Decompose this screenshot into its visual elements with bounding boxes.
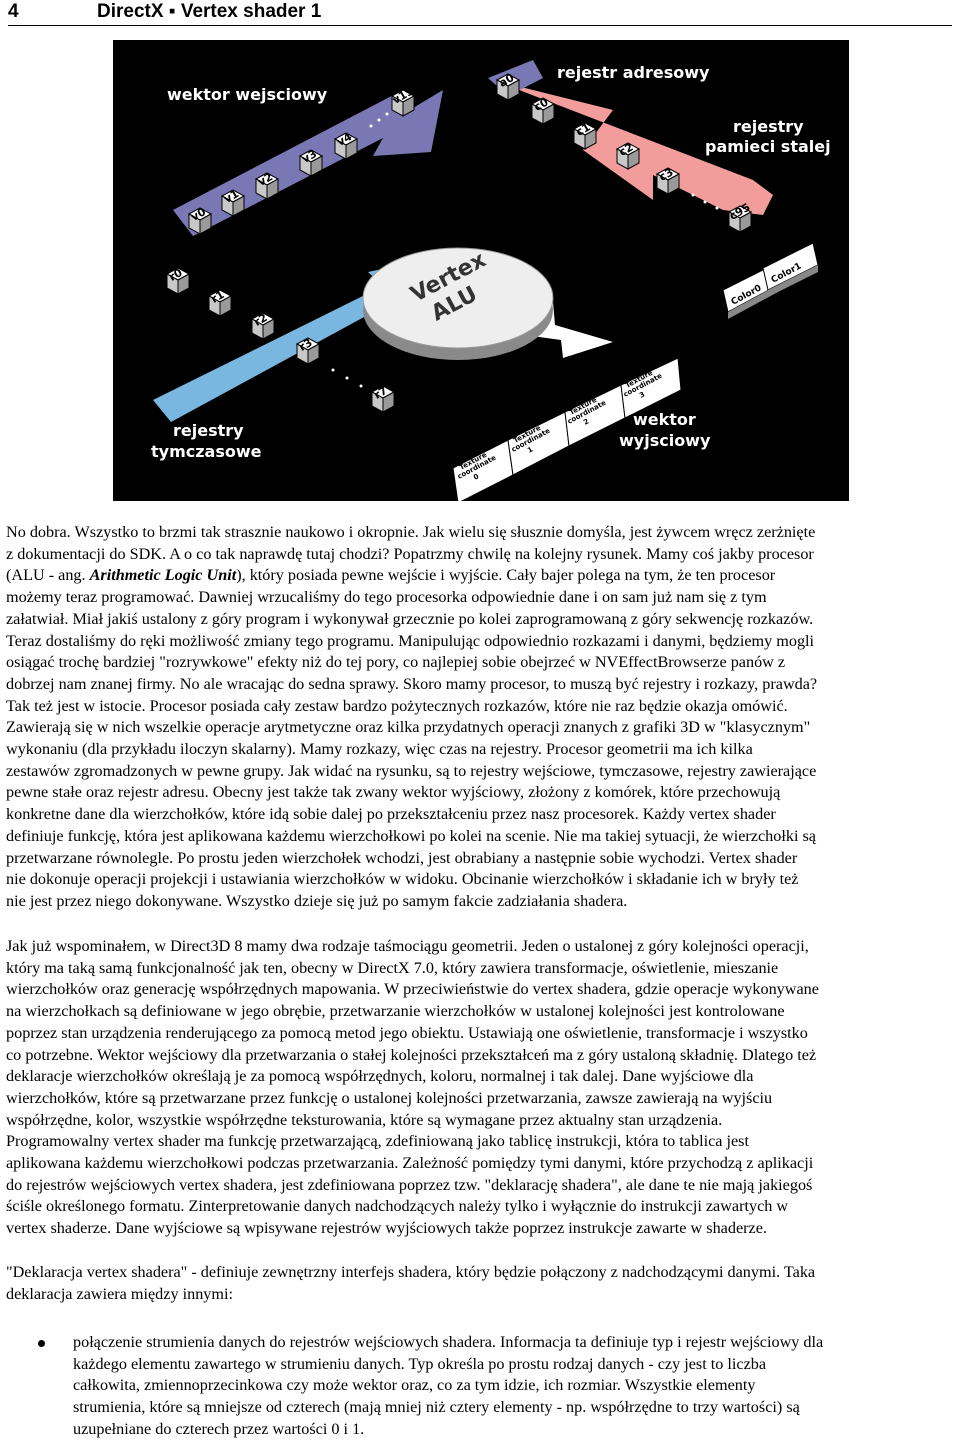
text-line: "Deklaracja vertex shadera" - definiuje … <box>6 1263 816 1281</box>
svg-text:2: 2 <box>582 417 590 426</box>
text-line: Zawierają się w nich wszelkie operacje a… <box>6 718 811 737</box>
text-line: każdego elementu zawartego w strumieniu … <box>73 1354 767 1373</box>
temp-cube-label: r0 <box>167 266 185 284</box>
page-header: 4 DirectX ▪ Vertex shader 1 <box>8 0 952 26</box>
text-line: uzupełniane do czterech przez wartości 0… <box>73 1419 365 1438</box>
text-line: definiuje funkcję, która jest aplikowana… <box>6 826 816 845</box>
text-line: Jak już wspominałem, w Direct3D 8 mamy d… <box>6 937 809 955</box>
text-line: do rejestrów wejściowych vertex shadera,… <box>6 1175 813 1194</box>
text-line: przetwarzane równolegle. Po prostu jeden… <box>6 848 798 867</box>
alu-word: Arithmetic <box>89 566 161 585</box>
bullet-list: połączenie strumienia danych do rejestró… <box>6 1332 956 1441</box>
text-line: strumienia, które są mniejsze od czterec… <box>73 1398 800 1417</box>
input-cube-label: v3 <box>300 147 319 166</box>
temp-registers-label-1: rejestry <box>173 421 244 440</box>
text-line: załatwiał. Miał jakiś ustalony z góry pr… <box>6 609 814 628</box>
text-line: możemy teraz programować. Dawniej wrzuca… <box>6 588 767 607</box>
bullet-dot-icon <box>38 1340 45 1347</box>
constant-registers-label-1: rejestry <box>733 117 804 136</box>
temp-register-cubes: r0 r1 r2 r3 r7 <box>166 266 395 413</box>
input-register-cubes: v0 v1 v2 v3 v4 v15 <box>188 84 416 235</box>
text-line: wierzchołków, które są przetwarzane prze… <box>6 1088 773 1107</box>
text-line: nie jest przez niego dokonywane. Wszystk… <box>6 891 628 910</box>
texture-output-blocks: Texture coordinate 0 Texture coordinate … <box>452 357 682 501</box>
text-line: aplikowana każdemu wierzchołkowi podczas… <box>6 1154 814 1173</box>
temp-cube-label: r7 <box>372 384 390 402</box>
output-vector-label-2: wyjsciowy <box>619 431 711 450</box>
text-line: zestawów zgromadzonych w pewne grupy. Ja… <box>6 761 817 780</box>
paragraph-1: No dobra. Wszystko to brzmi tak straszni… <box>6 522 956 913</box>
text-line: dobrzej nam znanej firmy. No ale wracają… <box>6 674 818 693</box>
list-item: połączenie strumienia danych do rejestró… <box>6 1332 956 1441</box>
texture-output-block: Texture coordinate 0 <box>452 439 514 501</box>
text-line: co potrzebne. Wektor wejściowy dla przet… <box>6 1045 817 1064</box>
texture-output-block: Texture coordinate 3 <box>620 357 682 419</box>
text-line-alu: (ALU - ang. Arithmetic Logic Unit), któr… <box>6 566 776 585</box>
text-line: pewne stałe oraz rejestr adresu. Obecny … <box>6 783 781 802</box>
temp-arrow <box>153 260 423 422</box>
text-line: współrzędne, kolor, wszystkie współrzędn… <box>6 1110 723 1129</box>
svg-text:1: 1 <box>526 445 534 454</box>
color-output-blocks: Color0 Color1 <box>722 242 819 319</box>
page-number: 4 <box>8 1 19 22</box>
input-cube-label: v1 <box>222 187 241 206</box>
text-line: wykonaniu (dla przykładu iloczyn skalarn… <box>6 740 753 759</box>
address-register-cube: a0 <box>496 71 520 101</box>
text-line: wierzchołków oraz generację współrzędnyc… <box>6 980 819 999</box>
text-line: nie dokonuje operacji projekcji i ustawi… <box>6 870 799 889</box>
text-line: Tak też jest w istocie. Procesor posiada… <box>6 696 788 715</box>
text-line: który ma taką samą funkcjonalność jak te… <box>6 958 779 977</box>
texture-output-block: Texture coordinate 2 <box>564 384 626 447</box>
temp-cube-label: r3 <box>297 336 315 354</box>
alu-word: Logic <box>164 566 203 585</box>
paragraph-3: "Deklaracja vertex shadera" - definiuje … <box>6 1262 956 1305</box>
input-vector-label: wektor wejsciowy <box>167 85 328 104</box>
temp-registers-label-2: tymczasowe <box>151 442 262 461</box>
constant-cube-label: c1 <box>574 121 593 139</box>
text-line: poprzez stan urządzenia renderującego za… <box>6 1023 808 1042</box>
text-line: całkowita, zmiennoprzecinkowa czy może w… <box>73 1376 756 1395</box>
constant-cube-label: c0 <box>532 95 551 114</box>
svg-text:3: 3 <box>638 390 646 399</box>
header-title: DirectX ▪ Vertex shader 1 <box>97 1 322 22</box>
vertex-shader-architecture-figure: Vertex ALU v0 v1 v2 v3 v4 v15 a0 c0 c1 c… <box>113 40 849 501</box>
text-line: ściśle określonego formatu. Zinterpretow… <box>6 1197 789 1216</box>
vertex-alu-disc: Vertex ALU <box>362 247 554 360</box>
address-register-label: rejestr adresowy <box>557 63 710 82</box>
text-line: deklaracje wierzchołków określają je za … <box>6 1067 754 1086</box>
paragraph-2: Jak już wspominałem, w Direct3D 8 mamy d… <box>6 936 956 1240</box>
text-line: vertex shaderze. Dane wyjściowe są wpisy… <box>6 1219 767 1238</box>
ellipsis-dots <box>331 112 719 388</box>
text-line: No dobra. Wszystko to brzmi tak straszni… <box>6 523 816 541</box>
temp-cube-label: r1 <box>209 288 227 306</box>
output-vector-label-1: wektor <box>633 410 696 429</box>
constant-cube-label: c3 <box>657 166 676 184</box>
text-line: Programowalny vertex shader ma funkcję p… <box>6 1132 749 1151</box>
constant-registers-label-2: pamieci stalej <box>705 137 831 156</box>
text-line: osiągać trochę bardziej "rozrywkowe" efe… <box>6 653 786 672</box>
text-line: połączenie strumienia danych do rejestró… <box>73 1333 824 1351</box>
text-line: deklaracja zawiera między innymi: <box>6 1284 233 1303</box>
alu-word: Unit <box>206 566 237 585</box>
input-cube-label: v2 <box>256 170 275 189</box>
constant-cube-label: c2 <box>617 141 636 159</box>
temp-cube-label: r2 <box>252 311 270 329</box>
svg-text:0: 0 <box>472 472 480 481</box>
text-line: Teraz dostaliśmy do ręki możliwość zmian… <box>6 631 815 650</box>
text-line: konkretne dane dla wierzchołków, które i… <box>6 805 776 824</box>
text-line: na wierzchołkach są definiowane w jego o… <box>6 1002 785 1021</box>
text-line: z dokumentacji do SDK. A o co tak napraw… <box>6 544 814 563</box>
